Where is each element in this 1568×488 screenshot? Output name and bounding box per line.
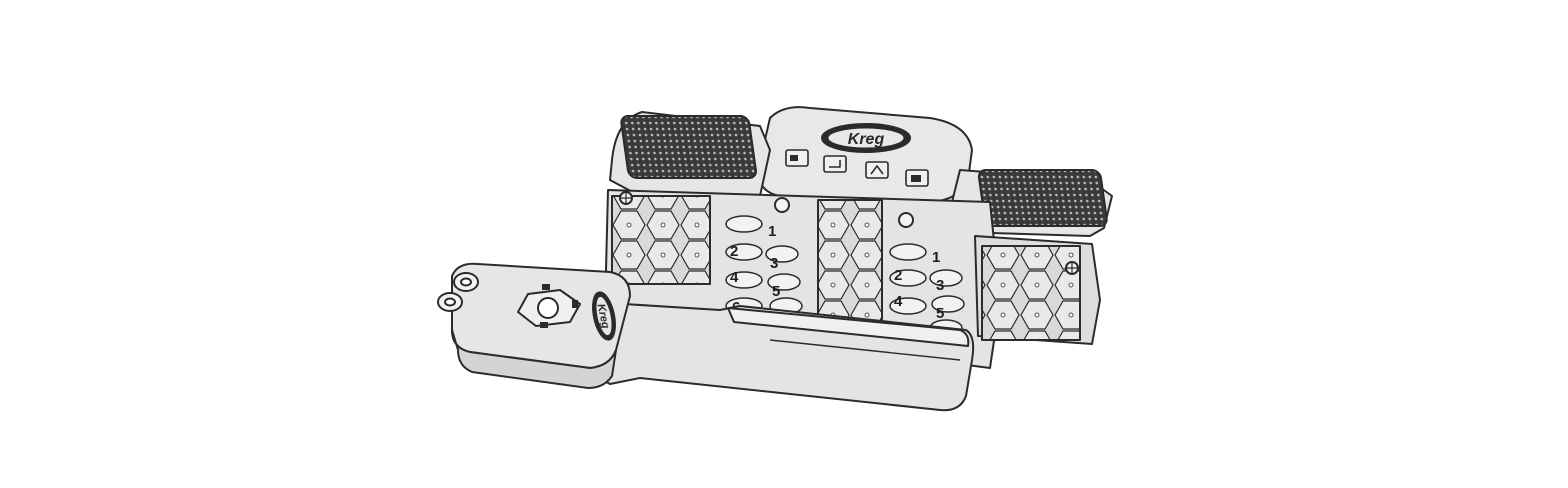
angle-icon (865, 161, 889, 179)
screw-icon (619, 191, 633, 205)
center-hex-panel (817, 199, 883, 325)
box-icon (823, 155, 847, 173)
left-hex-panel (611, 195, 711, 285)
right-scale-4: 4 (894, 293, 903, 310)
left-scale-3: 3 (770, 255, 778, 272)
mode-icons (785, 149, 929, 187)
left-scale-5: 5 (772, 283, 780, 300)
panel-icon (785, 149, 809, 167)
alignment-hole (774, 197, 790, 213)
right-scale-5: 5 (936, 305, 944, 322)
stop-collar-icon (517, 284, 581, 328)
block-icon (905, 169, 929, 187)
right-hex-panel (981, 245, 1081, 341)
spacer-logo-text: Kreg (595, 303, 612, 330)
spacer-ear-holes (437, 272, 479, 312)
spacer-bar-top (727, 307, 970, 347)
jig-logo-text: Kreg (848, 131, 885, 148)
alignment-hole (898, 212, 914, 228)
right-drill-guide-slots (889, 243, 965, 337)
screw-icon (1065, 261, 1079, 275)
left-scale-1: 1 (768, 223, 776, 240)
left-clamp-pad (620, 115, 757, 179)
right-scale-3: 3 (936, 277, 944, 294)
spacer-head-side (451, 329, 617, 389)
right-scale-1: 1 (932, 249, 940, 266)
spacer-logo: Kreg (592, 291, 616, 341)
jig-logo: Kreg (821, 123, 911, 153)
spacer-arm: Kreg (437, 262, 975, 412)
left-scale-4: 4 (730, 269, 739, 286)
left-scale-2: 2 (730, 243, 738, 260)
right-scale-2: 2 (894, 267, 902, 284)
right-clamp-pad (977, 169, 1108, 227)
